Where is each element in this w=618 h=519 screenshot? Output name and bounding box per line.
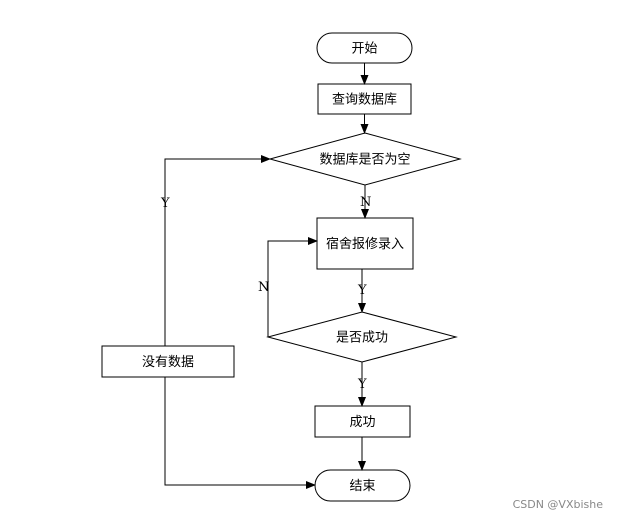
no-data-node: 没有数据 [101,345,235,378]
edge-label-y-empty: Y [160,196,170,211]
database-empty-decision: 数据库是否为空 [268,132,462,186]
database-empty-label: 数据库是否为空 [319,152,410,168]
no-data-label: 没有数据 [142,355,194,370]
success-label: 成功 [349,415,375,430]
dorm-repair-entry-node: 宿舍报修录入 [316,217,414,270]
start-node: 开始 [316,32,413,64]
arrow-no-data-to-end [164,377,316,489]
edge-label-n-not-empty: N [360,195,371,210]
edge-label-y-success: Y [357,377,367,392]
edge-label-y-entry: Y [357,283,367,298]
dorm-repair-entry-label: 宿舍报修录入 [326,236,404,252]
arrow-retry-loop [267,237,318,337]
start-node-label: 开始 [351,42,377,57]
query-database-node: 查询数据库 [317,83,412,115]
end-node-label: 结束 [349,479,375,494]
success-decision: 是否成功 [266,311,458,363]
end-node: 结束 [314,469,411,502]
success-node: 成功 [314,405,411,438]
edge-label-n-retry: N [258,280,269,295]
connector-loop-to-decision [164,155,271,346]
watermark-text: CSDN @VXbishe [513,498,604,511]
query-database-label: 查询数据库 [332,92,397,108]
success-decision-label: 是否成功 [336,331,388,346]
